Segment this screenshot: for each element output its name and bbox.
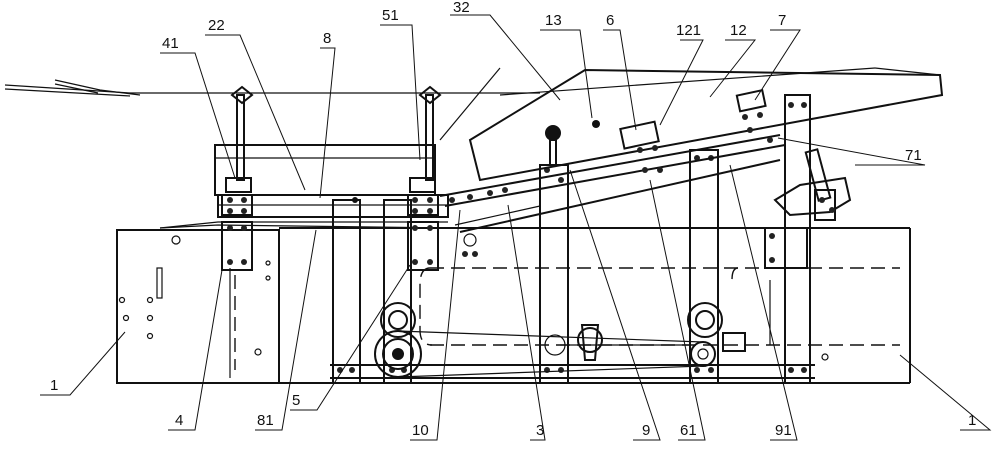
label-3: 3: [536, 422, 544, 439]
drive-wheels: [374, 302, 746, 378]
label-12: 12: [730, 22, 747, 39]
label-51: 51: [382, 7, 399, 24]
vertical-posts: [332, 94, 811, 384]
bottom-rail: [330, 364, 815, 379]
label-4: 4: [175, 412, 183, 429]
label-13: 13: [545, 12, 562, 29]
inclined-conveyor: [439, 67, 944, 257]
discharge-chute: [773, 148, 852, 221]
label-61: 61: [680, 422, 697, 439]
sliding-blocks: [221, 177, 439, 271]
feed-plate: [4, 79, 540, 229]
label-1-right: 1: [968, 412, 976, 429]
label-22: 22: [208, 17, 225, 34]
label-81: 81: [257, 412, 274, 429]
adjusting-screws: [230, 85, 442, 181]
label-6: 6: [606, 12, 614, 29]
reference-labels: 1 4 81 5 10 3 9 61 91 1 41 22 8 51 32 13…: [50, 0, 976, 439]
label-121: 121: [676, 22, 701, 39]
label-32: 32: [453, 0, 470, 16]
label-9: 9: [642, 422, 650, 439]
leader-lines: [40, 14, 992, 441]
label-1-left: 1: [50, 377, 58, 394]
label-41: 41: [162, 35, 179, 52]
label-8: 8: [323, 30, 331, 47]
label-10: 10: [412, 422, 429, 439]
label-7: 7: [778, 12, 786, 29]
label-71: 71: [905, 147, 922, 164]
base-frame: [116, 227, 911, 384]
label-91: 91: [775, 422, 792, 439]
label-5: 5: [292, 392, 300, 409]
